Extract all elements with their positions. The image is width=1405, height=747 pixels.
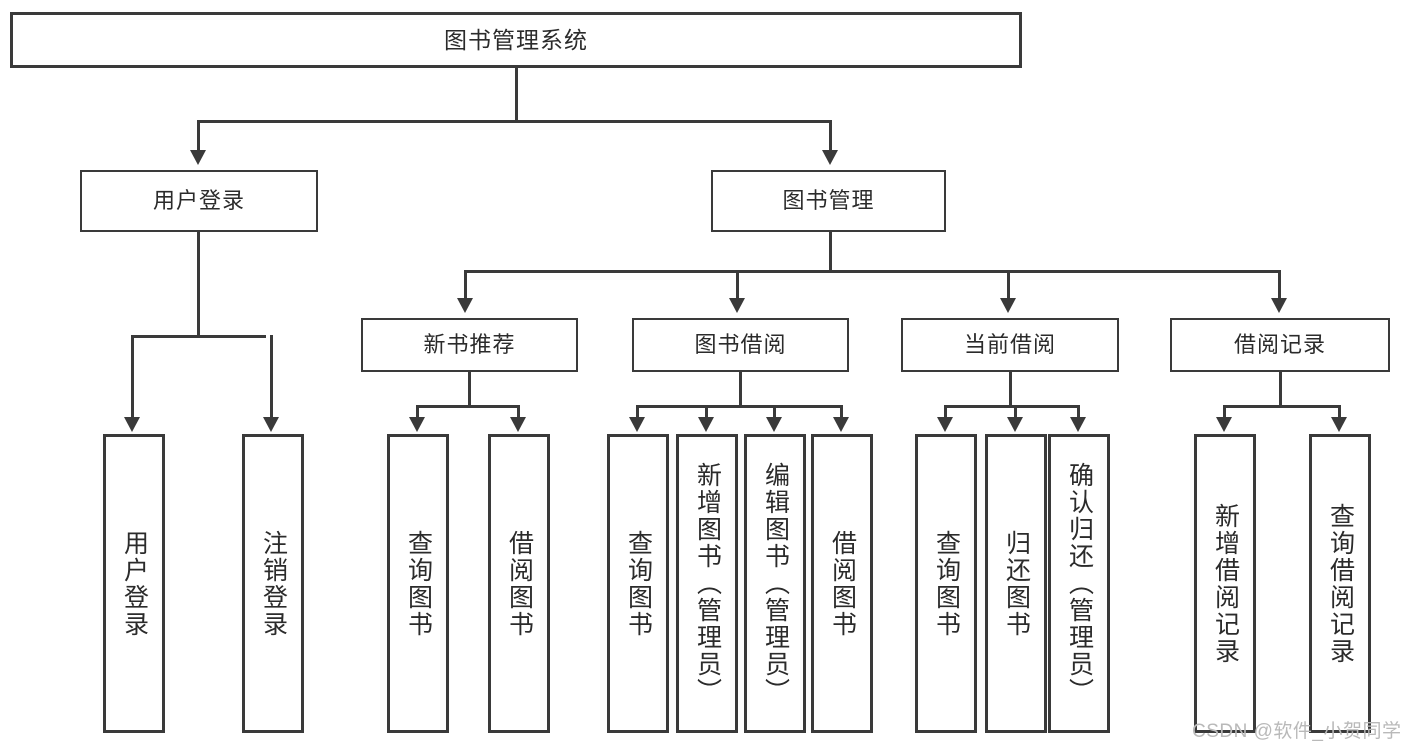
connector-cb-drop-3: [1077, 405, 1080, 419]
connector-drop-borrow-record: [1278, 270, 1281, 300]
connector-drop-current-borrow: [1007, 270, 1010, 300]
arrowhead-cb-1: [937, 417, 953, 432]
connector-cb-bus: [944, 405, 1080, 408]
connector-drop-user-login: [197, 120, 200, 152]
connector-root-stem: [515, 68, 518, 120]
arrowhead-nbr-1: [409, 417, 425, 432]
node-book-borrow[interactable]: 图书借阅: [632, 318, 849, 372]
leaf-confirm-return-admin[interactable]: 确认归还（管理员）: [1048, 434, 1110, 733]
arrowhead-cb-2: [1007, 417, 1023, 432]
connector-drop-book-manage: [829, 120, 832, 152]
connector-nbr-drop-2: [517, 405, 520, 419]
arrowhead-bb-3: [766, 417, 782, 432]
node-label: 新增借阅记录: [1211, 502, 1240, 665]
node-label: 图书借阅: [694, 332, 787, 358]
arrowhead-br-2: [1331, 417, 1347, 432]
node-label: 当前借阅: [963, 332, 1056, 358]
connector-br-drop-2: [1338, 405, 1341, 419]
node-label: 图书管理系统: [444, 26, 588, 53]
leaf-add-book-admin[interactable]: 新增图书（管理员）: [676, 434, 738, 733]
node-label: 用户登录: [120, 529, 149, 638]
node-label: 借阅图书: [828, 529, 857, 638]
connector-bb-drop-1: [636, 405, 639, 419]
arrowhead-borrow-record: [1271, 298, 1287, 313]
connector-bb-drop-2: [705, 405, 708, 419]
node-new-book-recommend[interactable]: 新书推荐: [361, 318, 578, 372]
arrowhead-bb-4: [833, 417, 849, 432]
node-root-book-management-system[interactable]: 图书管理系统: [10, 12, 1022, 68]
arrowhead-new-book-recommend: [457, 298, 473, 313]
node-label: 用户登录: [152, 188, 245, 214]
connector-book-manage-stem: [829, 232, 832, 272]
leaf-user-login[interactable]: 用户登录: [103, 434, 165, 733]
arrowhead-br-1: [1216, 417, 1232, 432]
leaf-return-book[interactable]: 归还图书: [985, 434, 1047, 733]
node-label: 查询借阅记录: [1326, 502, 1355, 665]
node-book-management[interactable]: 图书管理: [711, 170, 946, 232]
node-user-login[interactable]: 用户登录: [80, 170, 318, 232]
connector-bb-drop-3: [773, 405, 776, 419]
connector-drop-new-book-recommend: [464, 270, 467, 300]
connector-br-drop-1: [1223, 405, 1226, 419]
leaf-query-book-recommend[interactable]: 查询图书: [387, 434, 449, 733]
node-label: 编辑图书（管理员）: [761, 462, 790, 705]
connector-nbr-bus: [416, 405, 520, 408]
leaf-edit-book-admin[interactable]: 编辑图书（管理员）: [744, 434, 806, 733]
connector-bb-bus: [636, 405, 842, 408]
arrowhead-leaf-user-login: [124, 417, 140, 432]
node-label: 查询图书: [404, 529, 433, 638]
node-label: 注销登录: [259, 529, 288, 638]
connector-bb-drop-4: [840, 405, 843, 419]
leaf-borrow-book-recommend[interactable]: 借阅图书: [488, 434, 550, 733]
connector-drop-book-borrow: [736, 270, 739, 300]
node-current-borrow[interactable]: 当前借阅: [901, 318, 1119, 372]
node-label: 新增图书（管理员）: [693, 462, 722, 705]
node-label: 借阅图书: [505, 529, 534, 638]
connector-user-login-bus: [131, 335, 266, 338]
connector-nbr-drop-1: [416, 405, 419, 419]
connector-drop-leaf-logout-login: [270, 335, 273, 419]
connector-level3-bus: [464, 270, 1281, 273]
node-label: 新书推荐: [423, 332, 516, 358]
leaf-query-borrow-record[interactable]: 查询借阅记录: [1309, 434, 1371, 733]
leaf-query-book-borrow[interactable]: 查询图书: [607, 434, 669, 733]
arrowhead-bb-2: [698, 417, 714, 432]
connector-drop-leaf-user-login: [131, 335, 134, 419]
node-label: 查询图书: [624, 529, 653, 638]
node-label: 确认归还（管理员）: [1065, 462, 1094, 705]
leaf-add-borrow-record[interactable]: 新增借阅记录: [1194, 434, 1256, 733]
leaf-logout-login[interactable]: 注销登录: [242, 434, 304, 733]
node-borrow-record[interactable]: 借阅记录: [1170, 318, 1390, 372]
arrowhead-user-login: [190, 150, 206, 165]
connector-br-bus: [1223, 405, 1341, 408]
leaf-query-book-current[interactable]: 查询图书: [915, 434, 977, 733]
arrowhead-bb-1: [629, 417, 645, 432]
node-label: 借阅记录: [1233, 332, 1326, 358]
arrowhead-current-borrow: [1000, 298, 1016, 313]
connector-cb-drop-1: [944, 405, 947, 419]
connector-cb-drop-2: [1014, 405, 1017, 419]
connector-br-stem: [1279, 372, 1282, 407]
node-label: 图书管理: [782, 188, 875, 214]
connector-bb-stem: [739, 372, 742, 407]
arrowhead-book-manage: [822, 150, 838, 165]
connector-cb-stem: [1009, 372, 1012, 407]
arrowhead-nbr-2: [510, 417, 526, 432]
arrowhead-cb-3: [1070, 417, 1086, 432]
connector-user-login-stem: [197, 232, 200, 335]
node-label: 归还图书: [1002, 529, 1031, 638]
arrowhead-book-borrow: [729, 298, 745, 313]
connector-nbr-stem: [468, 372, 471, 407]
node-label: 查询图书: [932, 529, 961, 638]
connector-level2-bus: [197, 120, 832, 123]
leaf-borrow-book[interactable]: 借阅图书: [811, 434, 873, 733]
arrowhead-leaf-logout-login: [263, 417, 279, 432]
